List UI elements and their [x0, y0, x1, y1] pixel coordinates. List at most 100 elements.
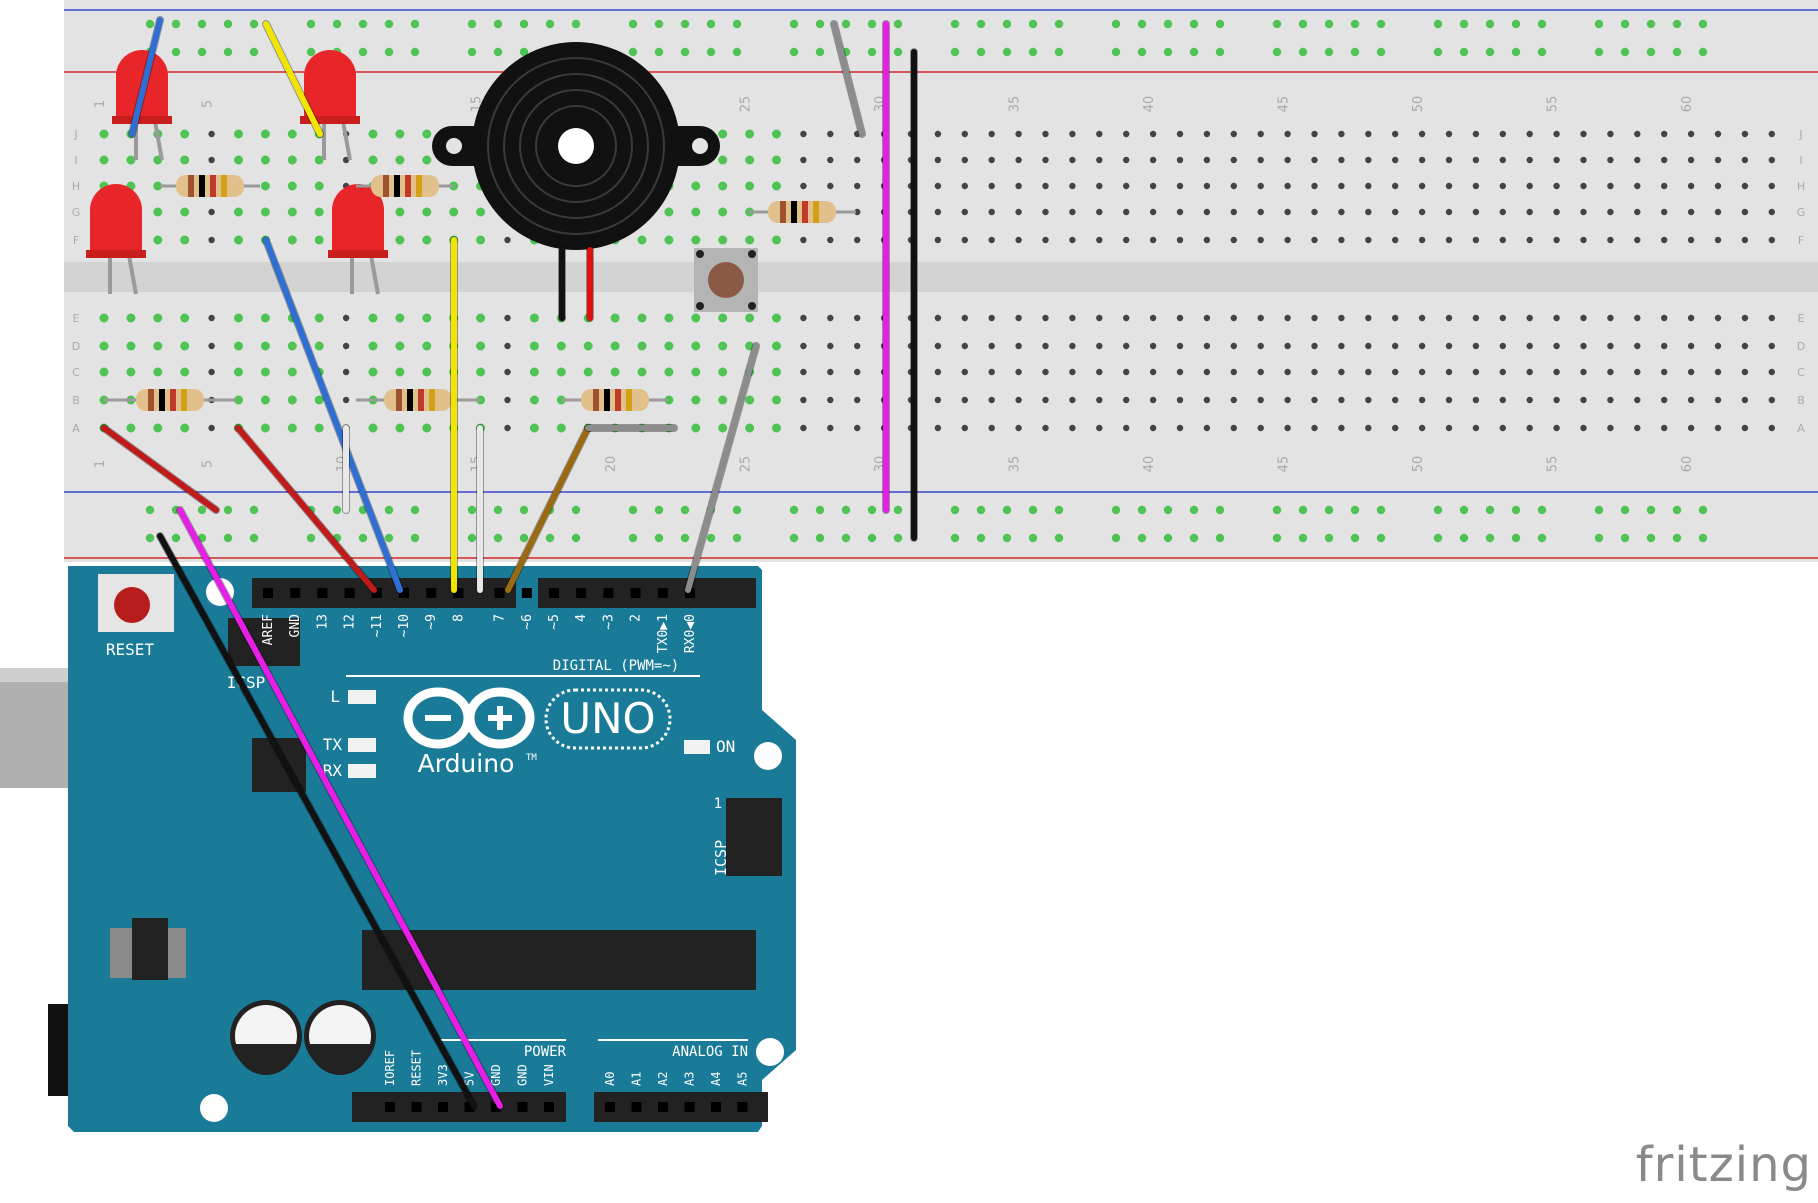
breadboard-hole: [1311, 424, 1318, 432]
breadboard-hole: [1392, 368, 1399, 376]
digital-pin-socket: [521, 588, 532, 598]
rail-hole: [1189, 533, 1199, 543]
breadboard-hole: [1768, 182, 1776, 190]
rail-hole: [519, 533, 529, 543]
breadboard-hole: [1418, 424, 1426, 432]
breadboard-hole: [691, 341, 701, 351]
breadboard-hole: [504, 368, 511, 376]
breadboard-hole: [1661, 314, 1668, 322]
rail-hole: [1485, 47, 1495, 57]
breadboard-hole: [1472, 342, 1480, 350]
breadboard-hole: [772, 423, 781, 433]
on-led: [684, 740, 710, 754]
breadboard-hole: [422, 367, 432, 377]
breadboard-hole: [583, 367, 593, 377]
breadboard-hole: [1042, 236, 1049, 244]
led-flange: [300, 116, 360, 124]
breadboard-hole: [1768, 424, 1776, 432]
breadboard-hole: [1096, 368, 1103, 376]
breadboard-hole: [637, 235, 647, 245]
breadboard-hole: [1714, 182, 1722, 190]
breadboard-hole: [664, 207, 674, 217]
breadboard-hole: [1392, 314, 1399, 322]
breadboard-hole: [208, 368, 215, 376]
rail-hole: [171, 19, 181, 29]
rail-hole: [1672, 47, 1682, 57]
breadboard-hole: [961, 156, 968, 164]
breadboard-hole: [1526, 342, 1533, 350]
breadboard-hole: [1580, 208, 1587, 216]
breadboard-hole: [1069, 342, 1076, 350]
breadboard-hole: [1687, 368, 1695, 376]
rail-hole: [1163, 505, 1173, 515]
breadboard-hole: [368, 129, 378, 139]
breadboard-hole: [422, 235, 432, 245]
analog-pin-label: A3: [683, 1072, 697, 1086]
fritzing-logo: fritzing: [1635, 1137, 1812, 1193]
digital-pin-label: TX0▶1: [656, 614, 671, 653]
rail-hole: [493, 19, 503, 29]
breadboard-hole: [1365, 342, 1372, 350]
uno-badge-outline: [544, 688, 672, 750]
analog-pin-label: A2: [656, 1072, 670, 1086]
breadboard-hole: [1338, 368, 1345, 376]
breadboard-hole: [1580, 424, 1587, 432]
column-number: 20: [604, 456, 619, 473]
breadboard-hole: [691, 235, 701, 245]
resistor-band: [159, 389, 165, 411]
rail-hole: [1324, 19, 1334, 29]
breadboard-hole: [1687, 236, 1695, 244]
rail-hole: [789, 533, 799, 543]
breadboard-hole: [422, 207, 432, 217]
breadboard-hole: [1123, 182, 1130, 190]
breadboard-hole: [1042, 368, 1049, 376]
breadboard-hole: [1257, 342, 1264, 350]
breadboard-hole: [180, 313, 190, 323]
rail-hole: [1511, 19, 1521, 29]
breadboard-hole: [1687, 208, 1695, 216]
breadboard-hole: [1553, 314, 1560, 322]
rail-hole: [1002, 533, 1012, 543]
buzzer-ring: [487, 57, 665, 235]
wire-blue-pin12: [263, 237, 403, 593]
rail-hole: [145, 19, 155, 29]
rail-hole: [1594, 533, 1604, 543]
rail-hole: [1433, 47, 1443, 57]
led: [332, 184, 384, 256]
resistor-band: [396, 389, 402, 411]
breadboard-hole: [1365, 396, 1372, 404]
breadboard-hole: [260, 395, 270, 405]
breadboard-hole: [1042, 314, 1049, 322]
breadboard-hole: [827, 182, 834, 190]
icsp2-pin1: 1: [714, 796, 722, 812]
tx-label: TX: [323, 735, 343, 754]
breadboard-hole: [1096, 396, 1103, 404]
rail-hole: [1698, 47, 1708, 57]
breadboard-hole: [772, 155, 781, 165]
breadboard-hole: [1661, 208, 1668, 216]
breadboard-hole: [1768, 368, 1776, 376]
breadboard-hole: [1338, 236, 1345, 244]
breadboard-hole: [1311, 396, 1318, 404]
rail-hole: [1298, 47, 1308, 57]
breadboard-hole: [1768, 156, 1776, 164]
row-letter: F: [1798, 234, 1804, 247]
breadboard-hole: [800, 236, 807, 244]
breadboard-hole: [1203, 182, 1211, 190]
row-letter: I: [74, 154, 77, 167]
breadboard-hole: [1526, 130, 1533, 138]
tx-led: [348, 738, 376, 752]
breadboard-hole: [153, 181, 163, 191]
breadboard-hole: [260, 341, 270, 351]
rail-hole: [1376, 47, 1386, 57]
resistor-band: [604, 389, 610, 411]
breadboard-hole: [1553, 236, 1560, 244]
breadboard-hole: [772, 313, 781, 323]
breadboard-hole: [234, 235, 243, 245]
breadboard-hole: [988, 156, 995, 164]
breadboard-hole: [961, 314, 968, 322]
power-pin-socket: [517, 1102, 528, 1112]
breadboard-hole: [961, 396, 968, 404]
rail-hole: [1672, 533, 1682, 543]
rail-hole: [1054, 505, 1064, 515]
